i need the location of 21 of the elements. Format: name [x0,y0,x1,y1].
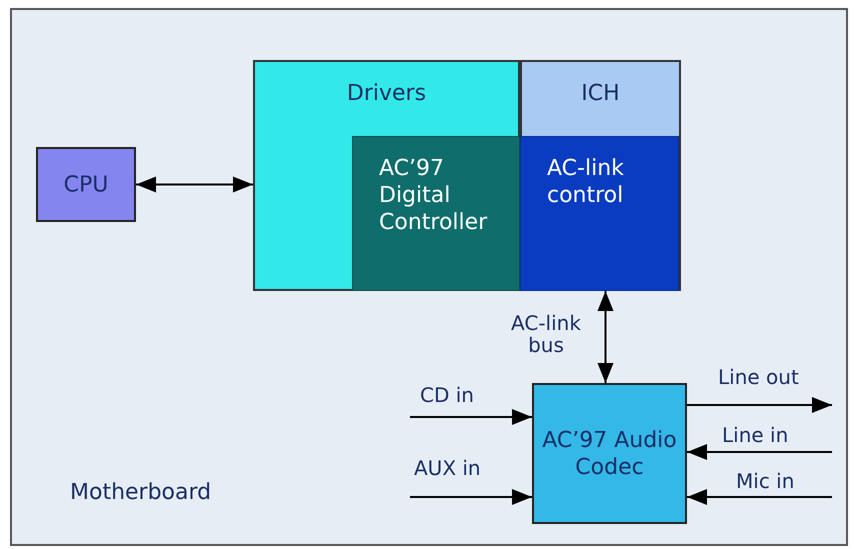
arrow [136,176,253,192]
arrow [410,489,532,505]
codec-box [532,383,687,524]
cpu-box [36,147,136,222]
motherboard-panel [10,8,848,546]
drivers-box [253,60,520,291]
node-label: AC’97 Digital Controller [379,155,488,236]
link-control-box [520,136,679,291]
node-label: CPU [62,171,110,198]
arrow [687,489,832,505]
arrow [598,291,614,383]
node-label: AC’97 Audio Codec [541,426,678,480]
node-label: Drivers [346,80,428,107]
node-label: AC-link control [547,155,625,209]
controller-box [352,136,520,291]
arrow [410,409,532,425]
ich-box [520,60,681,291]
arrow [687,444,832,460]
arrow [687,397,832,413]
node-label: Motherboard [70,479,212,506]
node-label: ICH [580,80,621,107]
